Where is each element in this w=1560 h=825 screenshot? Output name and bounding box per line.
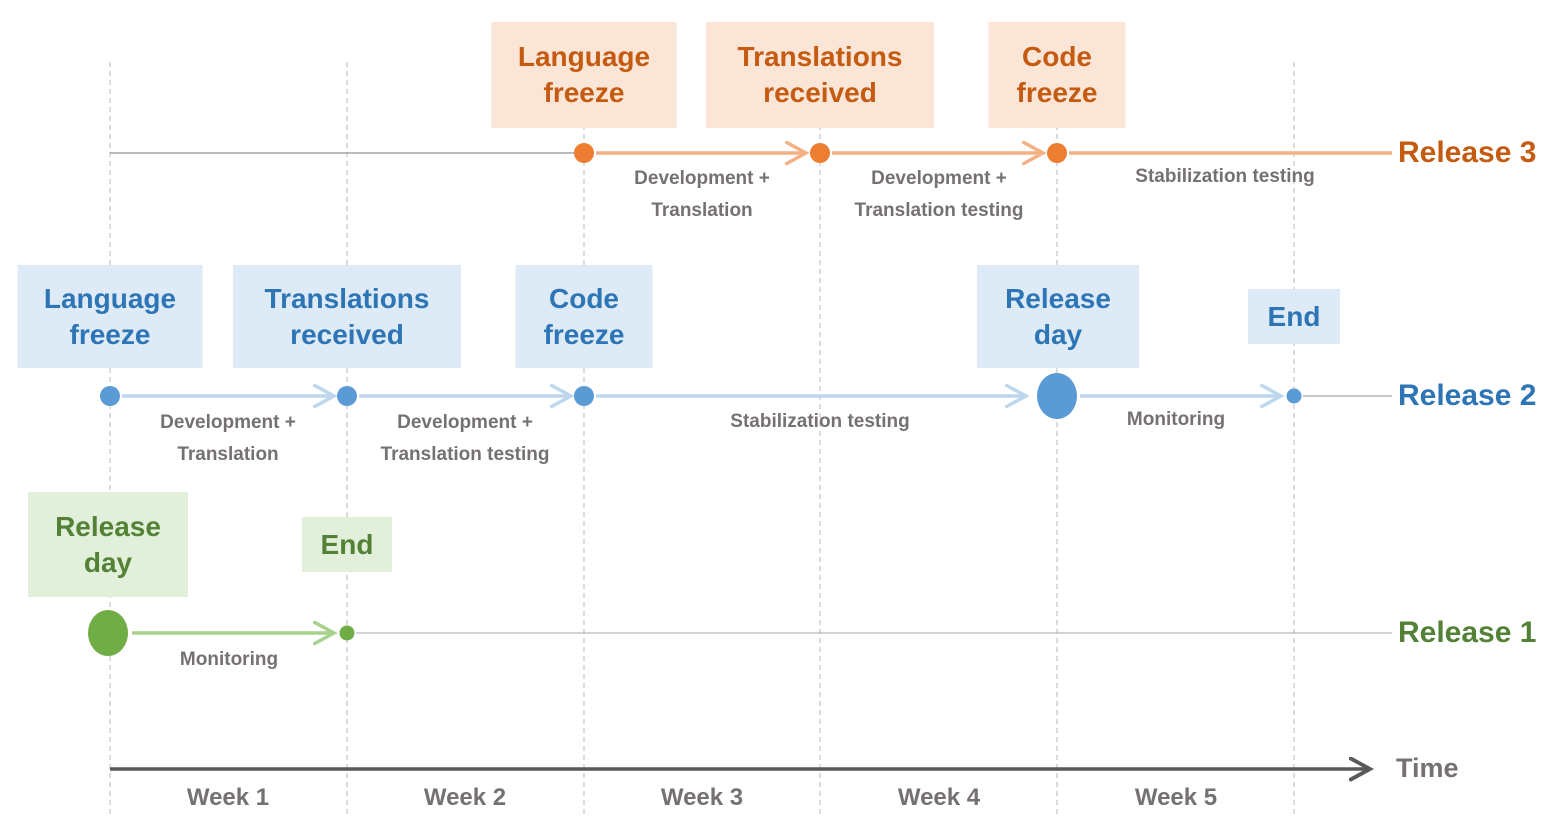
- week-1-label: Week 1: [186, 784, 270, 811]
- r3-code-freeze-box: Code freeze: [988, 22, 1126, 128]
- r3-segment-dev-translation: Development + Translation: [634, 168, 770, 221]
- r3-segment-stabilization-testing: Stabilization testing: [1135, 166, 1315, 187]
- week-5-label: Week 5: [1134, 784, 1218, 811]
- week-gridlines: [109, 62, 1295, 818]
- r2-segment-dev-translation-testing: Development + Translation testing: [380, 412, 550, 465]
- release-3-label: Release 3: [1398, 136, 1537, 169]
- release-3-timeline: [110, 140, 1392, 166]
- r3-language-freeze-dot: [574, 143, 594, 163]
- release-1-timeline: [88, 610, 1392, 656]
- r2-segment-stabilization-testing: Stabilization testing: [730, 411, 910, 432]
- r2-release-day-box: Release day: [977, 265, 1139, 368]
- r1-segment-monitoring: Monitoring: [179, 649, 279, 670]
- r3-segment-dev-translation-testing: Development + Translation testing: [854, 168, 1024, 221]
- r3-language-freeze-box: Language freeze: [491, 22, 677, 128]
- r3-translations-received-box: Translations received: [706, 22, 934, 128]
- r1-release-day-dot: [88, 610, 128, 656]
- r2-translations-received-box: Translations received: [233, 265, 461, 368]
- r1-end-box: End: [302, 517, 392, 572]
- r2-end-box: End: [1248, 289, 1340, 344]
- r1-end-dot: [339, 625, 355, 641]
- r3-translations-received-dot: [810, 143, 830, 163]
- release-2-timeline: [100, 373, 1392, 419]
- r2-language-freeze-dot: [100, 386, 120, 406]
- r2-language-freeze-box: Language freeze: [17, 265, 203, 368]
- r2-code-freeze-box: Code freeze: [515, 265, 653, 368]
- week-2-label: Week 2: [423, 784, 507, 811]
- r2-segment-monitoring: Monitoring: [1126, 409, 1226, 430]
- r2-segment-dev-translation: Development + Translation: [160, 412, 296, 465]
- r1-release-day-box: Release day: [28, 492, 188, 597]
- week-3-label: Week 3: [660, 784, 744, 811]
- r2-end-dot: [1286, 388, 1302, 404]
- r2-translations-received-dot: [337, 386, 357, 406]
- release-1-label: Release 1: [1398, 616, 1537, 649]
- r2-code-freeze-dot: [574, 386, 594, 406]
- week-4-label: Week 4: [897, 784, 981, 811]
- release-2-label: Release 2: [1398, 379, 1537, 412]
- r2-release-day-dot: [1037, 373, 1077, 419]
- r3-code-freeze-dot: [1047, 143, 1067, 163]
- time-axis-label: Time: [1396, 753, 1459, 783]
